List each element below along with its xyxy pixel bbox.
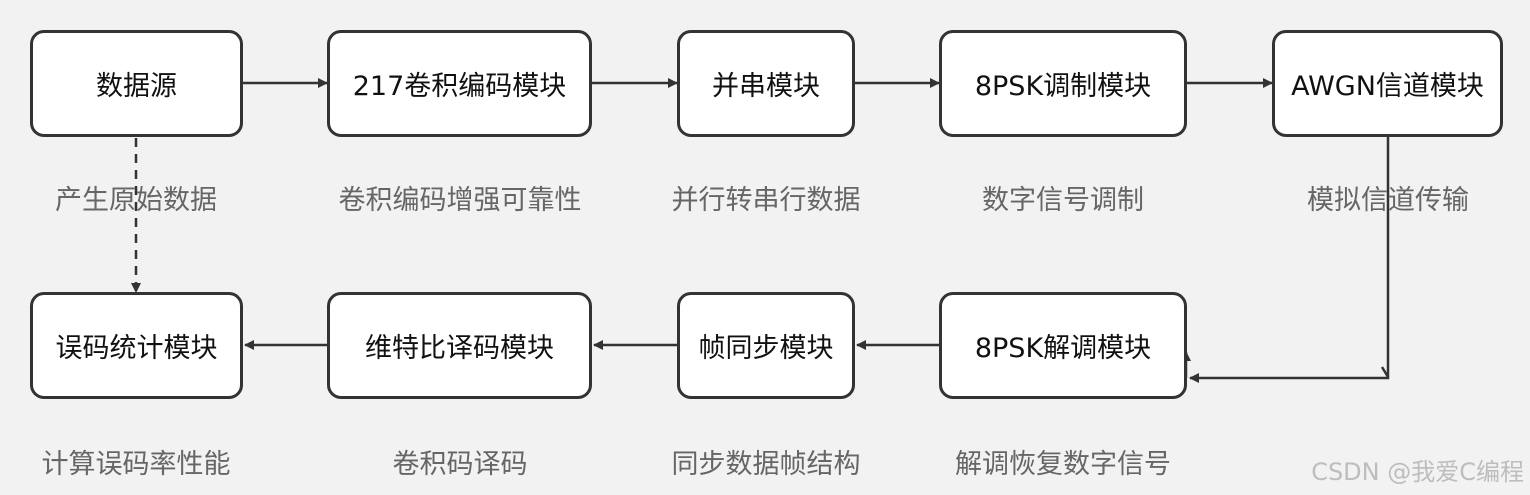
node-par-to-serial[interactable]: 并串模块 [677,30,855,137]
node-8psk-mod[interactable]: 8PSK调制模块 [939,30,1187,137]
arrow-awgn-side-tick [1380,366,1390,378]
caption-frame-sync: 同步数据帧结构 [671,449,861,480]
caption-conv-encoder: 卷积编码增强可靠性 [338,185,582,216]
caption-viterbi: 卷积码译码 [392,449,528,480]
node-ber-stat[interactable]: 误码统计模块 [30,292,243,399]
node-8psk-demod[interactable]: 8PSK解调模块 [939,292,1187,399]
caption-8psk-demod: 解调恢复数字信号 [955,449,1171,480]
caption-data-source: 产生原始数据 [55,185,217,216]
caption-par-to-serial: 并行转串行数据 [671,185,861,216]
arrow-awgn-to-demod [1189,137,1390,383]
node-data-source[interactable]: 数据源 [30,30,243,137]
watermark: CSDN @我爱C编程 [1311,458,1524,486]
caption-ber-stat: 计算误码率性能 [41,449,231,480]
caption-8psk-mod: 数字信号调制 [982,185,1144,216]
caption-awgn: 模拟信道传输 [1307,185,1469,216]
node-frame-sync[interactable]: 帧同步模块 [677,292,855,399]
node-awgn[interactable]: AWGN信道模块 [1272,30,1503,137]
node-conv-encoder[interactable]: 217卷积编码模块 [327,30,592,137]
node-viterbi[interactable]: 维特比译码模块 [327,292,592,399]
